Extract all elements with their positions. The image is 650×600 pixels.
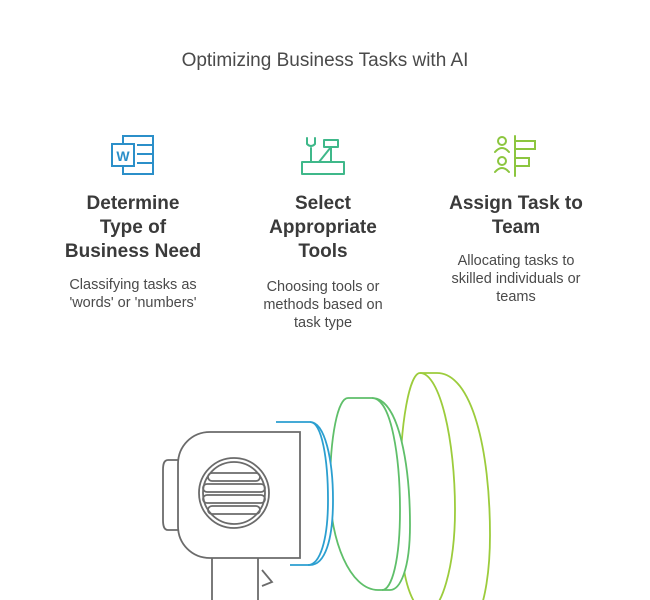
team-assignment-icon	[494, 135, 536, 177]
step-heading: Determine Type of Business Need	[64, 193, 202, 262]
step-description: Classifying tasks as 'words' or 'numbers…	[69, 277, 197, 311]
toolbox-icon	[301, 137, 345, 175]
step-heading: Select Appropriate Tools	[269, 193, 377, 262]
page-title: Optimizing Business Tasks with AI	[181, 50, 469, 71]
step-description: Choosing tools or methods based on task …	[263, 279, 383, 331]
speaker-grill	[198, 457, 270, 529]
word-document-icon: W	[111, 135, 154, 175]
step-heading: Assign Task to Team	[449, 193, 583, 238]
svg-text:W: W	[116, 148, 130, 164]
step-select-tools: Select Appropriate Tools Choosing tools …	[223, 130, 423, 332]
ring-green	[329, 397, 411, 591]
megaphone-illustration	[162, 372, 491, 600]
step-assign-team: Assign Task to Team Allocating tasks to …	[416, 130, 616, 306]
device-handle	[211, 558, 259, 600]
ring-lime	[399, 372, 491, 600]
step-determine-need: W Determine Type of Business Need Classi…	[33, 130, 233, 312]
step-description: Allocating tasks to skilled individuals …	[451, 253, 581, 305]
